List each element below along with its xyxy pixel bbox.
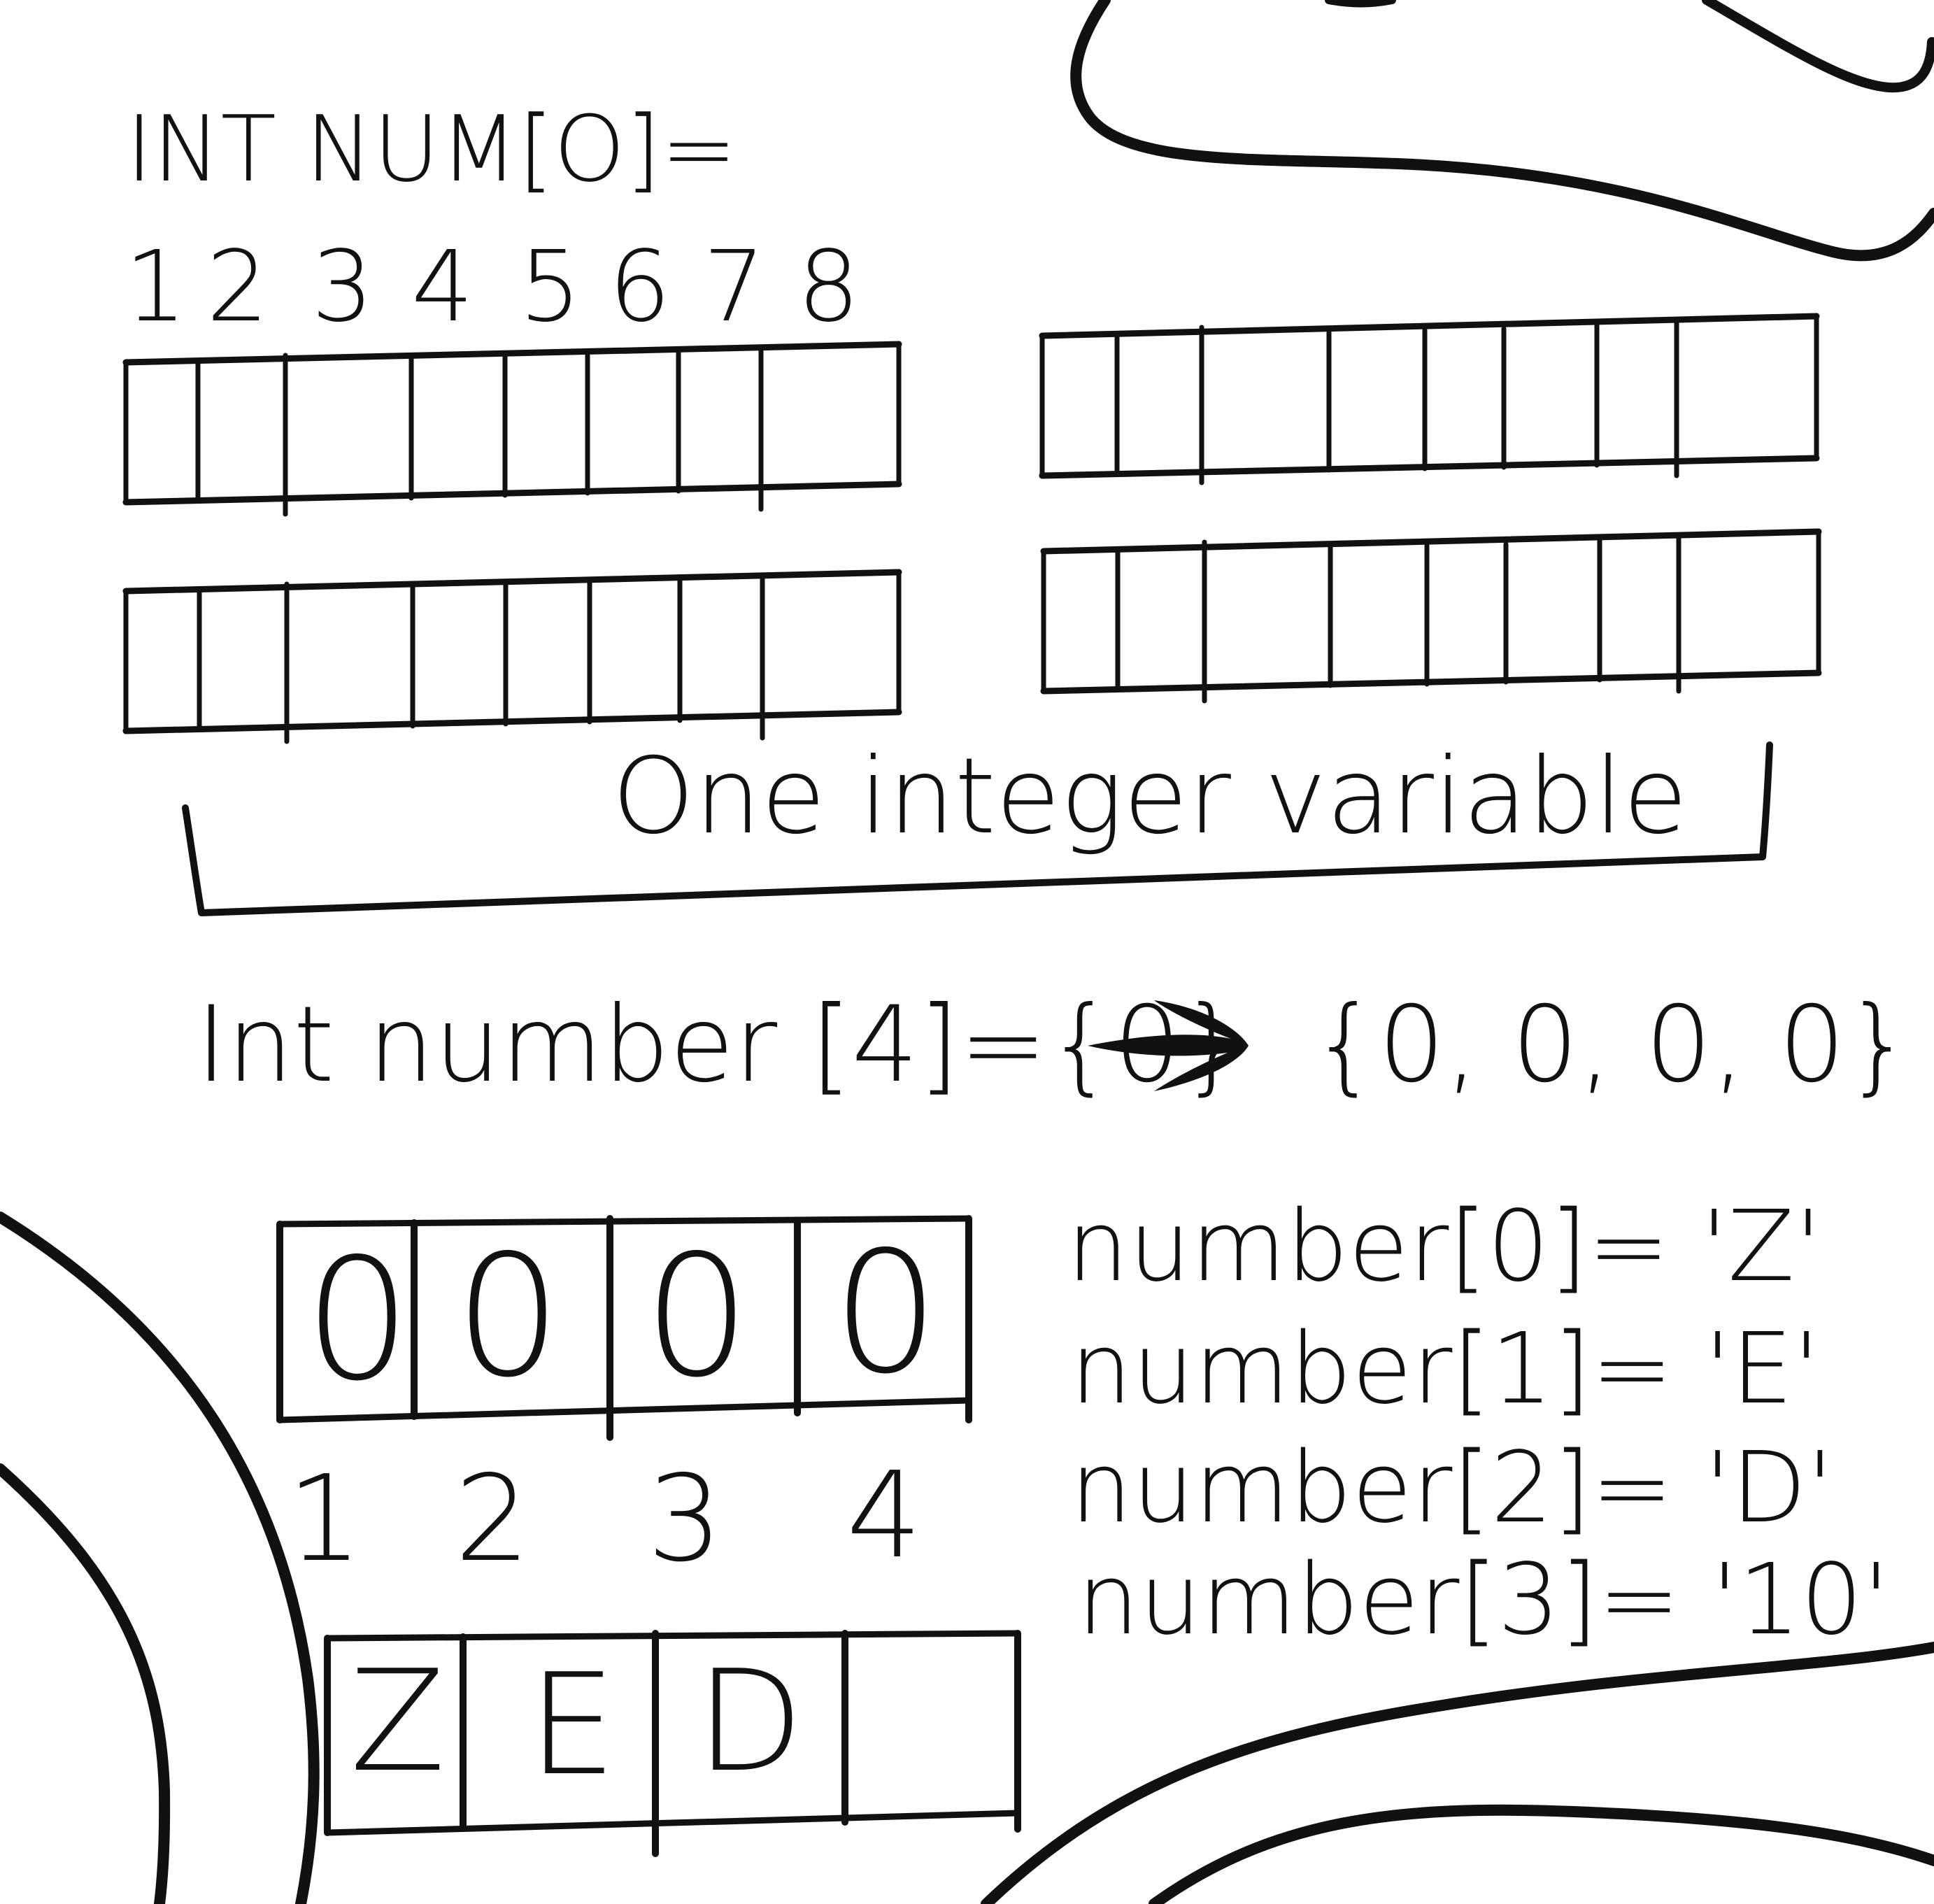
- array-cell-value: Z: [350, 1640, 446, 1803]
- strip-top-edge: [1039, 313, 1820, 339]
- strip-top-edge: [122, 341, 902, 366]
- array-top-edge: [276, 1215, 972, 1228]
- bottom-left-swoosh-outer: [0, 1212, 320, 1904]
- init-statement-right: {0, 0, 0, 0}: [1311, 984, 1912, 1106]
- zero-array: 0 0 0 0: [276, 1215, 972, 1441]
- assignment-line: number[3]= '10': [1077, 1543, 1890, 1657]
- top-index-label: 6: [609, 230, 671, 344]
- array-cell-value: 0: [832, 1215, 939, 1411]
- array-bottom-edge: [324, 1810, 1021, 1836]
- strip-bottom-edge: [1040, 669, 1822, 695]
- array-index-label: 2: [455, 1450, 530, 1589]
- top-index-label: 3: [311, 230, 374, 344]
- strip-top-edge: [122, 569, 902, 595]
- char-array: Z E D: [324, 1630, 1021, 1857]
- top-index-label: 2: [206, 230, 269, 344]
- top-index-label: 1: [125, 230, 187, 344]
- bracket-caption: One integer variable: [612, 736, 1688, 858]
- top-right-swoosh-inner: [1702, 0, 1934, 93]
- init-statement-left: Int number [4]={0}: [196, 984, 1247, 1106]
- zero-array-indices: 1 2 3 4: [287, 1447, 922, 1589]
- arrow-right-icon: [1088, 1000, 1249, 1091]
- array-declaration-heading: INT NUM[O]=: [126, 96, 737, 202]
- integer-variable-bracket: [182, 741, 1773, 916]
- strip-top-edge: [1040, 528, 1822, 555]
- bottom-left-swoosh-inner: [0, 1463, 171, 1904]
- top-index-label: 7: [703, 230, 765, 344]
- top-index-label: 5: [519, 230, 581, 344]
- array-cell-value: D: [696, 1640, 804, 1803]
- array-bottom-edge: [276, 1397, 972, 1423]
- array-index-label: 1: [287, 1450, 362, 1589]
- top-index-label: 8: [797, 230, 860, 344]
- byte-strip-top-right: [1039, 313, 1820, 485]
- byte-strip-bottom-right: [1040, 528, 1822, 704]
- assignment-line: number[2]= 'D': [1070, 1431, 1833, 1545]
- strip-cell-dividers: [1041, 529, 1821, 704]
- array-index-label: 3: [647, 1450, 723, 1589]
- array-cell-value: 0: [455, 1219, 562, 1414]
- array-cell-value: 0: [644, 1219, 751, 1414]
- strip-cell-dividers: [123, 569, 902, 744]
- strip-bottom-edge: [1039, 455, 1820, 479]
- strip-cell-dividers: [123, 341, 902, 517]
- byte-strip-bottom-left: [122, 569, 902, 744]
- top-index-label: 4: [411, 230, 474, 344]
- byte-strip-top-left: [122, 341, 902, 517]
- strip-bottom-edge: [122, 709, 902, 734]
- top-right-swoosh-outer: [1070, 0, 1934, 262]
- array-index-label: 4: [846, 1447, 922, 1585]
- array-cell-dividers: [324, 1630, 1021, 1857]
- array-top-edge: [324, 1630, 1021, 1642]
- array-cell-value: E: [528, 1644, 616, 1807]
- strip-bottom-edge: [122, 481, 902, 506]
- array-cell-dividers: [276, 1215, 972, 1441]
- assignment-line: number[1]= 'E': [1070, 1312, 1820, 1426]
- bottom-right-swoosh-inner: [1149, 1804, 1934, 1904]
- strip-cell-dividers: [1039, 313, 1819, 485]
- assignment-list: number[0]= 'Z' number[1]= 'E' number[2]=…: [1067, 1190, 1890, 1657]
- array-cell-value: 0: [304, 1222, 411, 1418]
- bottom-right-swoosh-outer: [981, 1642, 1934, 1904]
- top-index-labels: 1 2 3 4 5 6 7 8: [125, 230, 860, 344]
- assignment-line: number[0]= 'Z': [1067, 1190, 1821, 1304]
- top-right-swoosh-tip: [1325, 0, 1396, 8]
